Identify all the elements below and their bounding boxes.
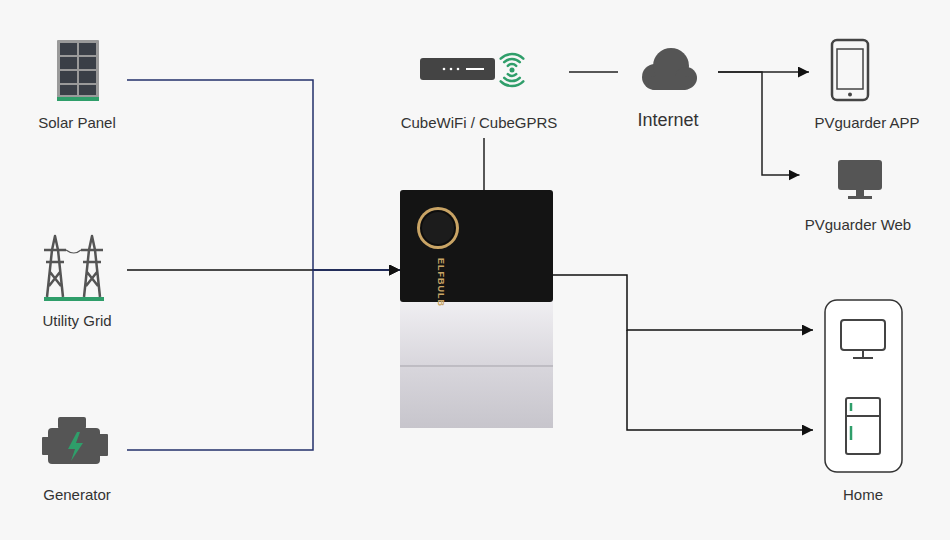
solar-panel-icon-part [60,43,77,55]
router-icon-part [457,68,460,71]
connector-line [718,72,800,175]
connector [718,72,800,175]
solar-panel-icon-part [57,97,99,101]
generator-icon-part [58,417,86,429]
home-box-part-part [853,357,873,359]
router-icon [420,54,523,86]
client-node: PVguarder Web [800,152,917,234]
inverter-device-part [400,190,553,302]
connector [553,275,813,430]
home-box-part-part [846,398,880,454]
module-node: CubeWiFi / CubeGPRS [389,48,569,132]
generator-icon [42,417,108,464]
monitor-icon-part [838,160,882,190]
generator-icon-part [68,432,83,461]
source-node: Solar Panel [27,36,127,132]
home-box-part-part [850,403,853,411]
router-icon-part [450,68,453,71]
solar-panel-icon-part [79,43,96,55]
solar-panel-icon [57,40,99,101]
generator-icon-part [42,437,50,455]
connector [569,72,618,73]
router-icon-part-part [508,64,516,66]
router-icon-part [420,58,495,80]
solar-panel-icon-part [60,57,77,69]
router-icon-part-part [504,78,520,81]
node-label: Solar Panel [38,114,116,132]
phone-icon-part [832,40,868,100]
connector [127,80,400,270]
pylon-icon-part [44,236,66,297]
home-node: Home [813,296,913,504]
node-label: Utility Grid [42,312,111,330]
router-icon-part-part [510,68,515,73]
solar-panel-icon-part [79,85,96,95]
inverter-device-part [422,212,454,244]
router-icon-part-part [508,74,516,76]
pylon-icon-part [66,250,81,253]
connector-line [127,270,400,450]
node-label: PVguarder APP [814,114,919,132]
inverter-device-part [400,366,553,367]
client-node: PVguarder APP [809,34,925,132]
phone-icon-part [848,93,852,97]
connector-line [569,71,618,73]
inverter-device-part [417,207,459,249]
phone-icon [832,40,868,100]
connector-line [553,275,813,330]
monitor-icon-part [848,196,872,199]
inverter-device [400,190,553,428]
node-label: PVguarder Web [805,216,911,234]
router-icon-part [501,54,524,86]
inverter-node: ELFBULB [400,190,553,428]
router-icon-part-part [501,81,524,86]
inverter-device-part [420,210,456,246]
pylon-icon-part [44,297,104,301]
cloud-node: Internet [618,40,718,132]
solar-panel-icon-part [79,71,96,83]
home-box-part [841,320,885,454]
home-box-part-part [841,320,885,350]
node-label: Generator [43,486,111,504]
connector-line [627,330,813,430]
generator-icon-part [48,428,100,464]
home-box-part-part [850,426,853,440]
solar-panel-icon-part [57,40,99,98]
solar-panel-icon-part [79,57,96,69]
pylon-icon-part [81,236,103,297]
node-label: CubeWiFi / CubeGPRS [401,114,558,132]
brand-label: ELFBULB [435,258,446,307]
generator-icon-part [99,434,108,456]
pylon-icon [44,236,104,301]
connector [127,270,400,450]
source-node: Generator [27,410,127,504]
node-label: Home [843,486,883,504]
home-box-part-part [862,350,864,357]
monitor-icon [838,160,882,199]
solar-panel-icon-part [60,85,77,95]
router-icon-part [443,68,446,71]
home-box-part [825,300,902,472]
connector-line [483,138,485,190]
home-box-part [850,403,853,440]
connector-line [127,80,400,270]
phone-icon-part [837,49,863,89]
router-icon-part [466,68,484,70]
source-node: Utility Grid [27,228,127,330]
inverter-device-part [400,298,553,428]
home-box-part-part [846,415,880,417]
node-label: Internet [637,110,698,132]
cloud-icon [642,48,697,90]
router-icon-part-part [504,59,520,62]
router-icon-part-part [501,54,524,59]
home-box [825,300,902,472]
connector [484,138,485,190]
monitor-icon-part [856,190,864,196]
cloud-icon-part [648,76,692,90]
solar-panel-icon-part [60,71,77,83]
